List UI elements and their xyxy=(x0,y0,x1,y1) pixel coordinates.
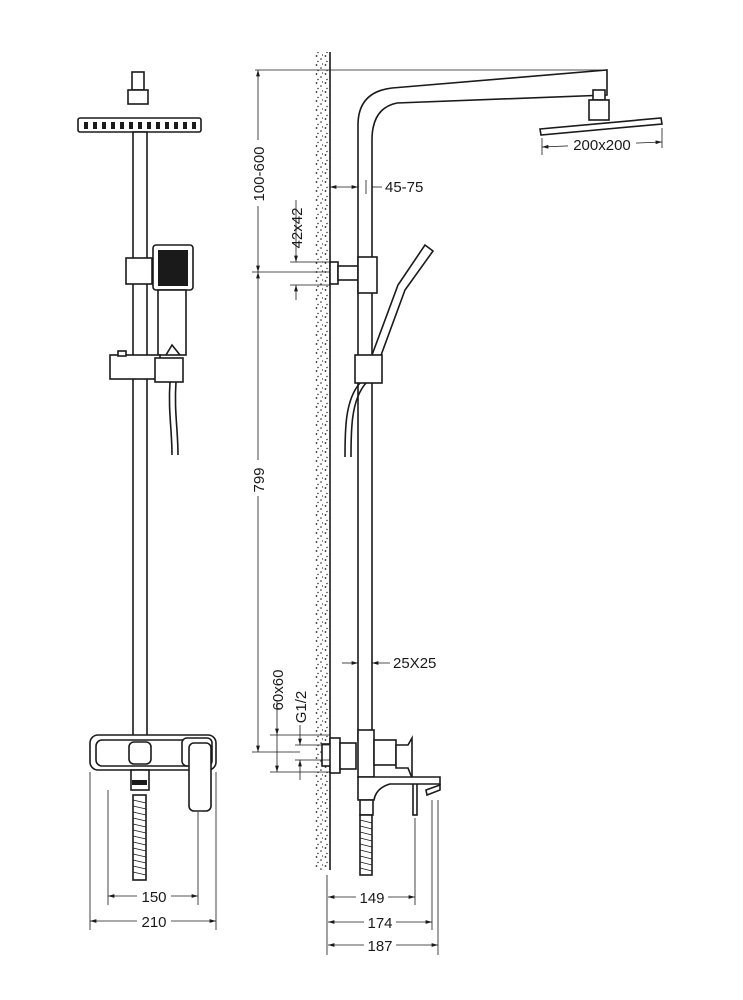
mixer-front xyxy=(89,734,217,812)
dim-mixer-centres: 150 xyxy=(141,889,166,906)
hose-coil-front xyxy=(132,794,147,881)
riser-pole-front xyxy=(132,131,148,738)
slide-holder-side xyxy=(354,354,383,384)
riser-arm-side xyxy=(357,69,608,741)
overhead-shower-head-front xyxy=(77,71,202,133)
dim-handle-projection: 149 xyxy=(359,890,384,907)
dim-spout-projection: 174 xyxy=(367,915,392,932)
hand-shower-front xyxy=(152,244,194,356)
side-view: 100-600 42x42 799 60x60 G1/2 45-75 25X25… xyxy=(249,52,663,955)
dim-bracket-size: 42x42 xyxy=(289,208,306,249)
front-view: 150 210 xyxy=(77,71,217,931)
dim-pole-section: 25X25 xyxy=(393,655,436,672)
dim-head-size: 200x200 xyxy=(573,137,631,154)
dim-arm-height: 100-600 xyxy=(251,146,268,201)
hose-coil-side xyxy=(359,814,373,876)
dim-total-projection: 187 xyxy=(367,938,392,955)
hand-shower-side xyxy=(370,243,435,360)
mixer-side xyxy=(321,729,441,816)
slide-holder-front xyxy=(109,350,184,383)
overhead-shower-head-side xyxy=(539,89,663,136)
dim-mixer-flange: 60x60 xyxy=(270,670,287,711)
dim-wall-offset: 45-75 xyxy=(385,179,423,196)
hose-front xyxy=(168,381,179,456)
wall-bracket-side xyxy=(329,256,378,294)
hose-side xyxy=(344,382,367,458)
dim-thread: G1/2 xyxy=(293,691,310,724)
wall-hatch xyxy=(314,52,330,870)
wall-bracket-front xyxy=(125,257,153,285)
dim-pole-length: 799 xyxy=(251,467,268,492)
dim-mixer-width: 210 xyxy=(141,914,166,931)
